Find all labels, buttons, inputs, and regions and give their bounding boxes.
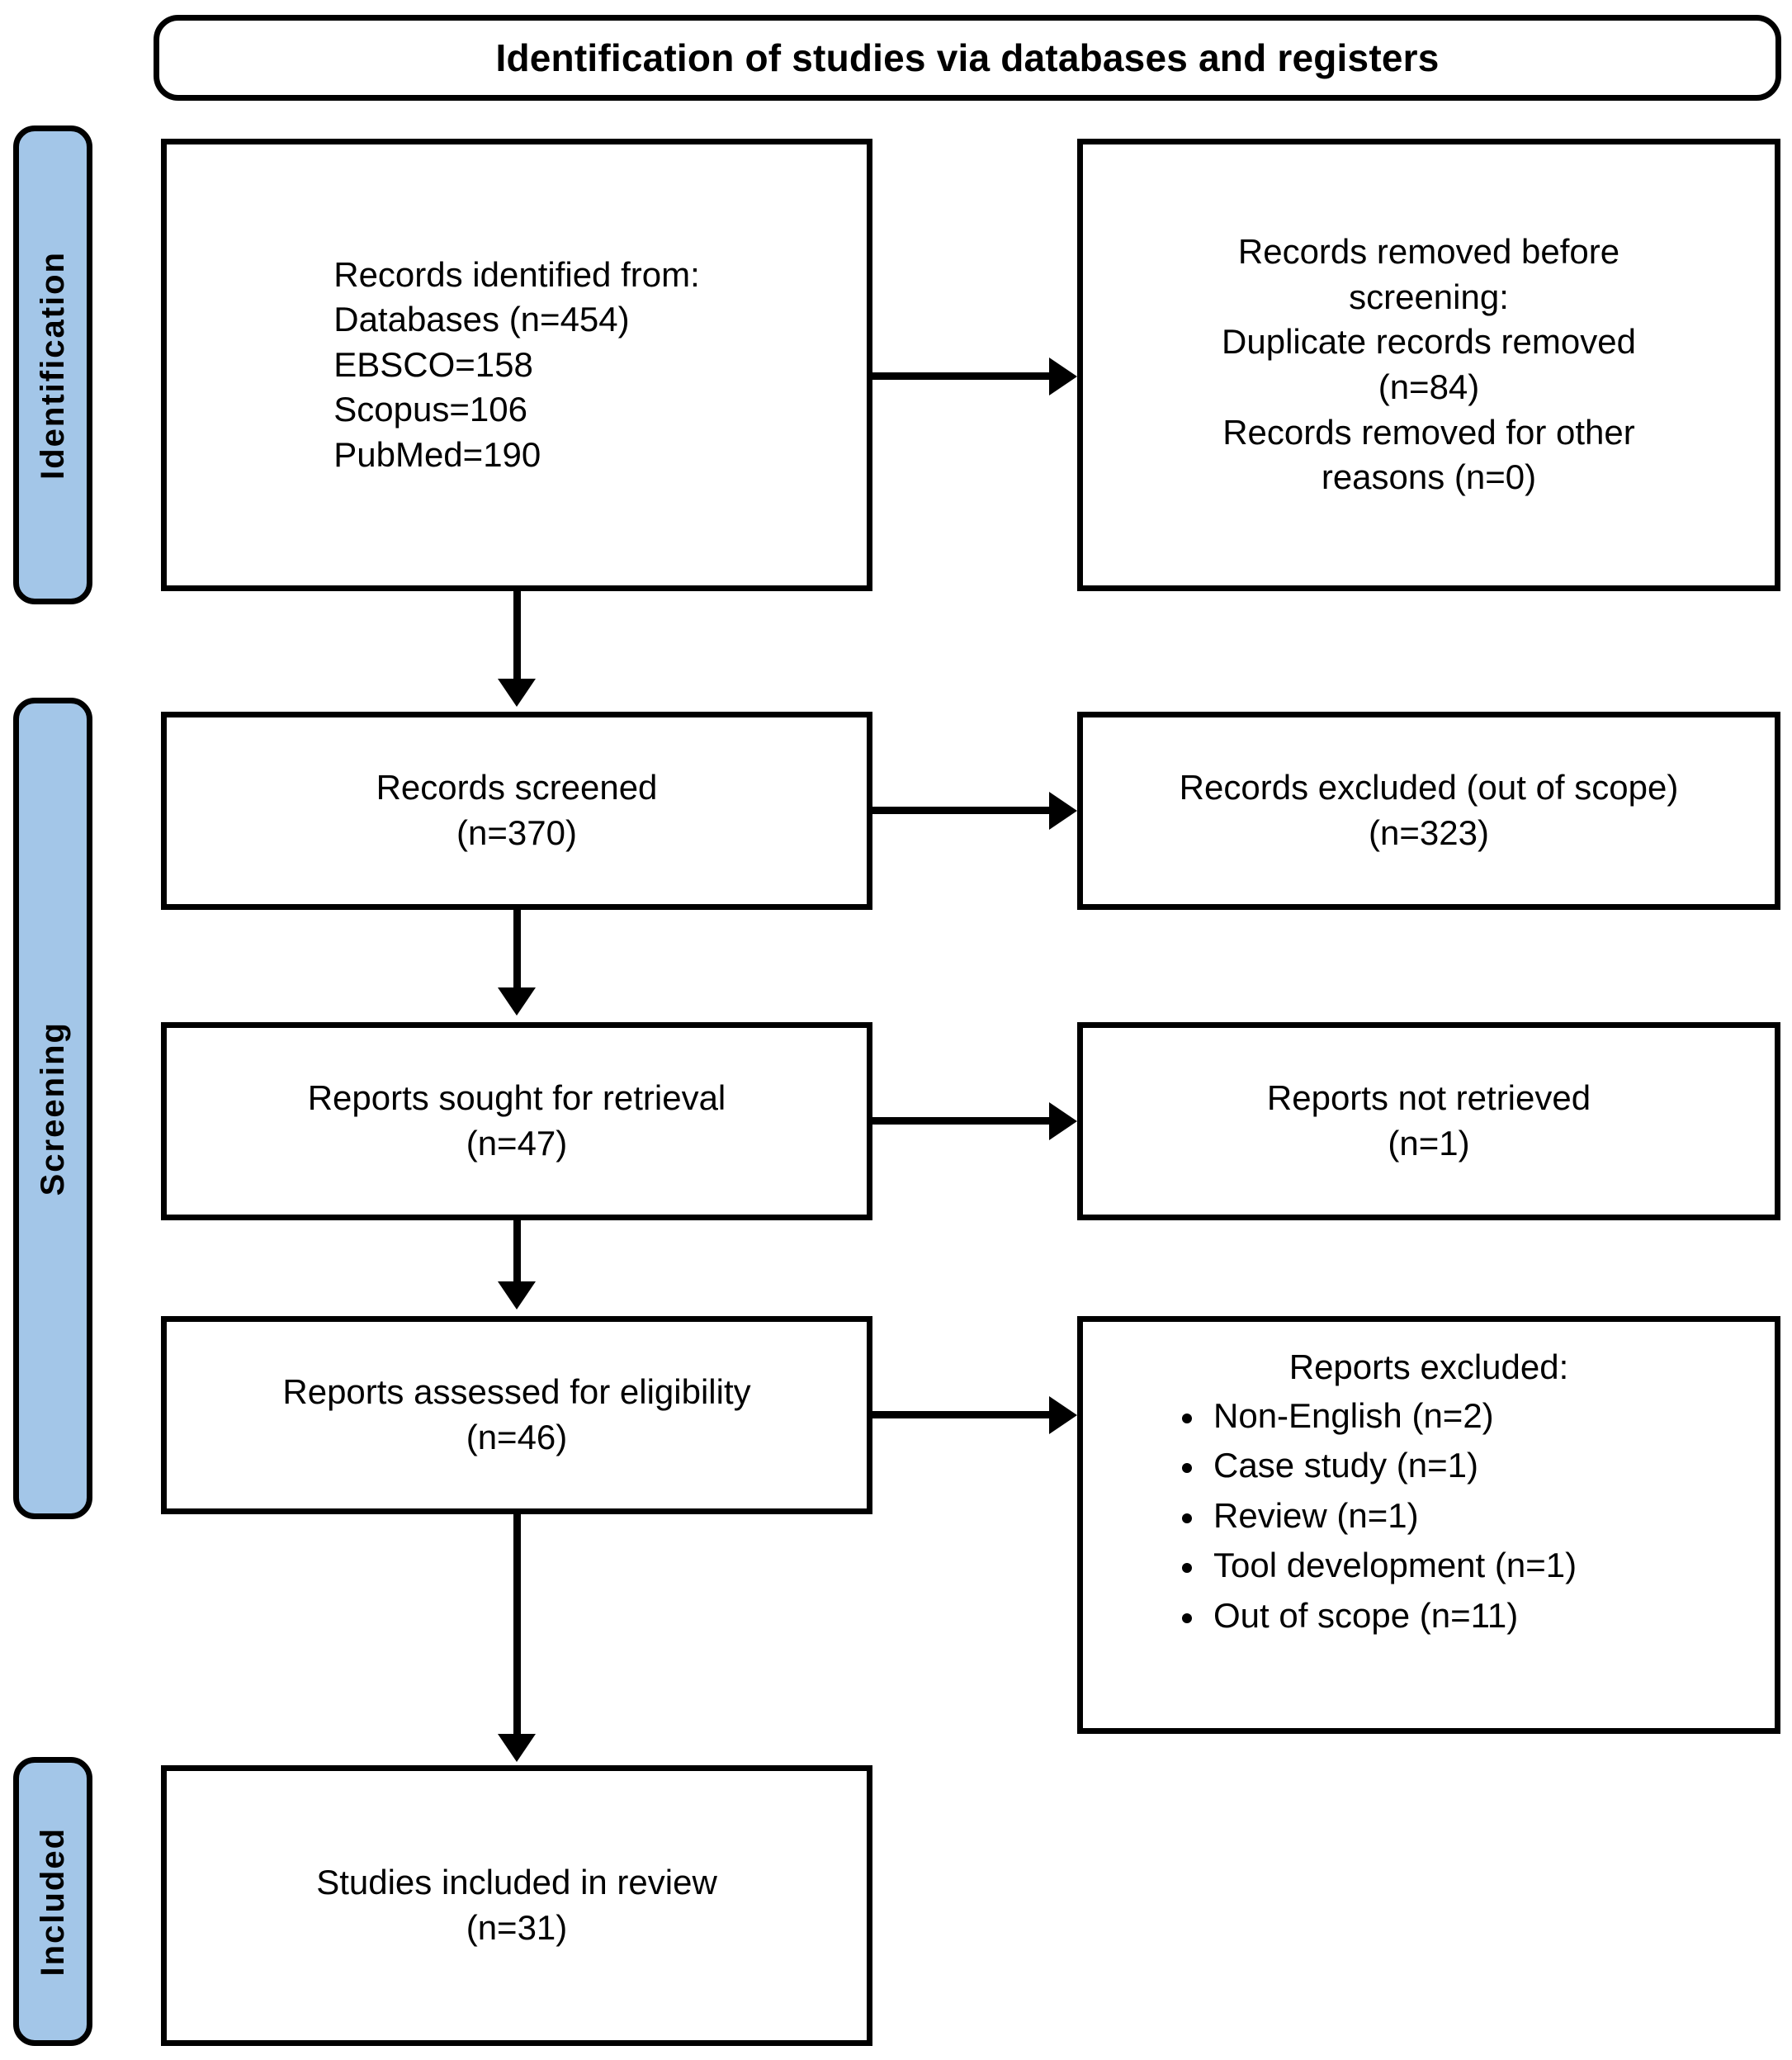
arrow-down-icon (498, 679, 536, 707)
box-records-identified-text: Records identified from: Databases (n=45… (333, 254, 700, 474)
box-studies-included-text: Studies included in review (n=31) (316, 1863, 717, 1947)
box-reports-assessed-for-eligibility: Reports assessed for eligibility (n=46) (161, 1316, 872, 1514)
box-records-screened-text: Records screened (n=370) (376, 768, 658, 852)
stage-label-identification-text: Identification (34, 250, 71, 480)
box-records-identified: Records identified from: Databases (n=45… (161, 139, 872, 591)
connector-screened-to-sought (513, 910, 521, 992)
connector-sought-to-assessed (513, 1220, 521, 1286)
stage-label-screening: Screening (13, 698, 92, 1519)
arrow-down-icon (498, 987, 536, 1016)
box-reports-not-retrieved-text: Reports not retrieved (n=1) (1266, 1078, 1591, 1163)
box-reports-excluded: Reports excluded: Non-English (n=2) Case… (1077, 1316, 1780, 1734)
box-records-removed-before-screening: Records removed before screening: Duplic… (1077, 139, 1780, 591)
list-item: Non-English (n=2) (1177, 1394, 1757, 1439)
reports-excluded-content: Reports excluded: Non-English (n=2) Case… (1101, 1345, 1757, 1644)
arrow-right-icon (1049, 1102, 1077, 1140)
box-records-excluded-text: Records excluded (out of scope) (n=323) (1179, 768, 1679, 852)
diagram-title-banner: Identification of studies via databases … (154, 15, 1781, 101)
list-item: Tool development (n=1) (1177, 1543, 1757, 1589)
connector-sought-to-not-retrieved (872, 1117, 1052, 1125)
stage-label-included: Included (13, 1757, 92, 2046)
connector-assessed-to-excluded (872, 1411, 1052, 1418)
diagram-title: Identification of studies via databases … (495, 36, 1440, 79)
arrow-right-icon (1049, 358, 1077, 395)
connector-identified-to-screened (513, 591, 521, 684)
arrow-down-icon (498, 1734, 536, 1762)
stage-label-included-text: Included (34, 1826, 71, 1977)
connector-identified-to-removed (872, 372, 1052, 380)
list-item: Out of scope (n=11) (1177, 1594, 1757, 1639)
connector-assessed-to-included (513, 1514, 521, 1739)
box-records-screened: Records screened (n=370) (161, 712, 872, 910)
reports-excluded-heading: Reports excluded: (1288, 1347, 1569, 1386)
list-item: Review (n=1) (1177, 1494, 1757, 1539)
box-reports-sought-text: Reports sought for retrieval (n=47) (307, 1078, 726, 1163)
box-reports-assessed-text: Reports assessed for eligibility (n=46) (282, 1372, 751, 1456)
box-reports-not-retrieved: Reports not retrieved (n=1) (1077, 1022, 1780, 1220)
connector-screened-to-excluded (872, 807, 1052, 814)
arrow-right-icon (1049, 1396, 1077, 1434)
box-records-removed-text: Records removed before screening: Duplic… (1222, 232, 1636, 497)
list-item: Case study (n=1) (1177, 1443, 1757, 1489)
arrow-down-icon (498, 1281, 536, 1309)
arrow-right-icon (1049, 792, 1077, 830)
box-reports-sought-for-retrieval: Reports sought for retrieval (n=47) (161, 1022, 872, 1220)
stage-label-screening-text: Screening (34, 1021, 71, 1196)
reports-excluded-list: Non-English (n=2) Case study (n=1) Revie… (1101, 1394, 1757, 1639)
stage-label-identification: Identification (13, 125, 92, 604)
box-records-excluded: Records excluded (out of scope) (n=323) (1077, 712, 1780, 910)
box-studies-included-in-review: Studies included in review (n=31) (161, 1765, 872, 2046)
